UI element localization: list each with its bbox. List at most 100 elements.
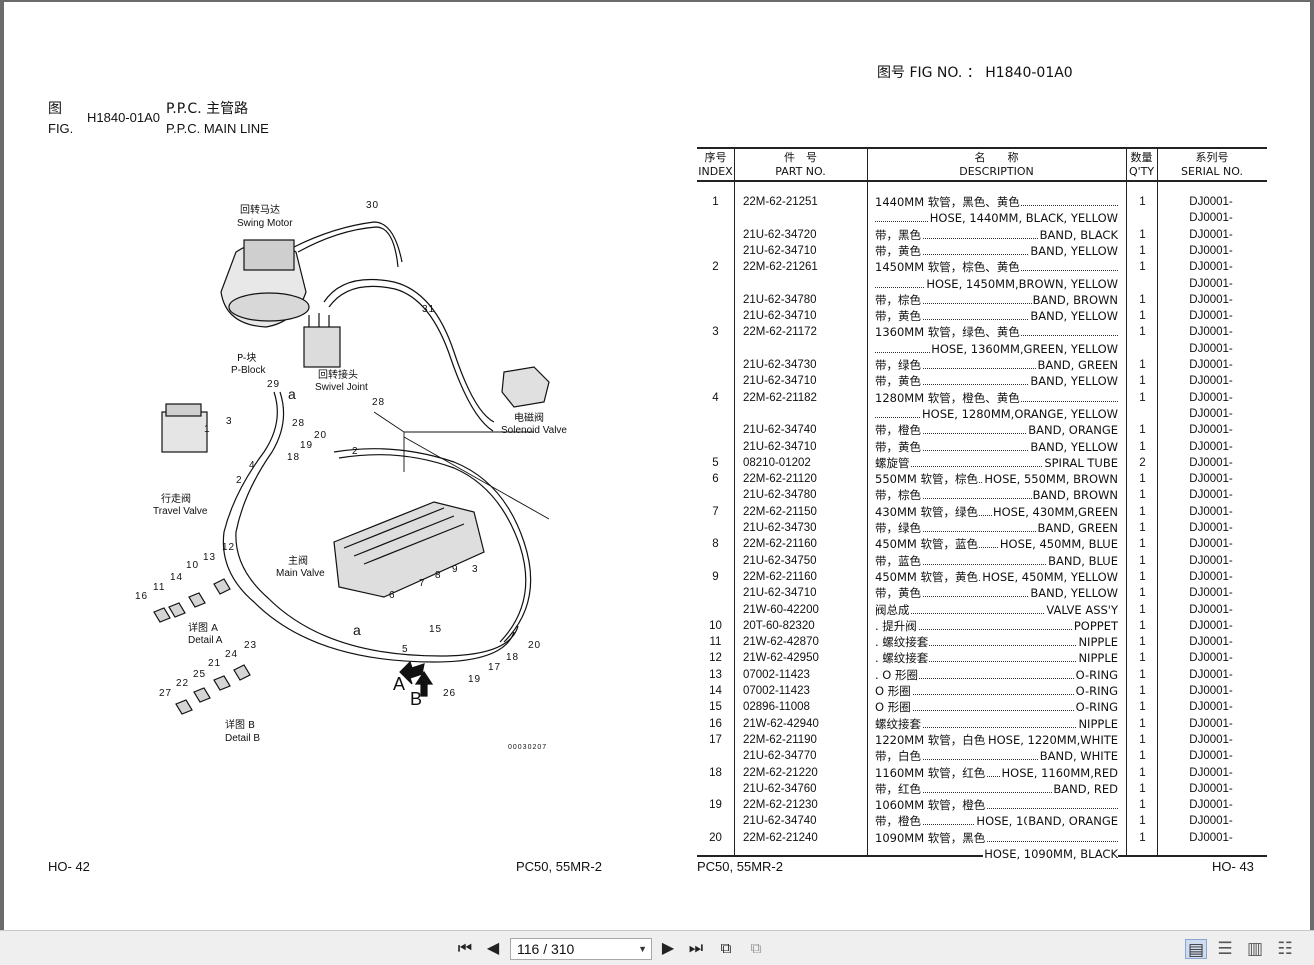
callout-12: 12: [222, 542, 236, 553]
first-page-icon[interactable]: ⏮: [457, 940, 473, 957]
cell-serial-no: DJ0001-: [1189, 717, 1233, 730]
cell-serial-no: DJ0001-: [1189, 799, 1233, 812]
cell-part-no: 21U-62-34730: [743, 522, 817, 534]
go-forward-view-icon[interactable]: ⧉: [750, 940, 762, 957]
single-page-view-icon[interactable]: ▤: [1185, 939, 1207, 959]
cell-serial-no: DJ0001-: [1189, 831, 1233, 844]
cell-serial-no: DJ0001-: [1189, 782, 1233, 795]
description-cn: O 形圈: [875, 683, 912, 699]
description-cn: 带，橙色: [875, 422, 922, 439]
callout-14: 14: [170, 572, 184, 583]
description-cn: 1220MM 软管，白色: [875, 731, 987, 748]
cell-part-no: 21W-62-42950: [743, 652, 819, 665]
label-solenoid-valve-cn: 电磁阀: [514, 413, 544, 424]
description-en: HOSE, 1160MM,RED: [1000, 764, 1118, 781]
description-en: NIPPLE: [1077, 634, 1118, 651]
cell-index: 16: [709, 717, 722, 730]
callout-13: 13: [203, 552, 217, 563]
column-divider: [1126, 149, 1127, 855]
description-cn: 1090MM 软管，黑色: [875, 829, 987, 846]
continuous-view-icon[interactable]: ☰: [1217, 939, 1233, 958]
cell-serial-no: DJ0001-: [1189, 359, 1233, 371]
next-page-icon[interactable]: ▶: [661, 940, 675, 957]
cell-part-no: 21W-60-42200: [743, 603, 819, 616]
two-page-continuous-view-icon[interactable]: ☷: [1277, 939, 1293, 958]
label-detail-a-cn: 详图 A: [188, 623, 219, 634]
cell-description: HOSE, 1280MM,ORANGE, YELLOW: [875, 405, 1118, 422]
callout-28-b: 28: [372, 397, 386, 408]
cell-serial-no: DJ0001-: [1189, 310, 1233, 323]
cell-serial-no: DJ0001-: [1189, 489, 1233, 502]
description-en: VALVE ASS'Y: [1045, 601, 1118, 618]
description-en: HOSE, 450MM, BLUE: [998, 536, 1118, 553]
description-en: BAND, YELLOW: [1029, 242, 1118, 259]
description-cn: 带，黄色: [875, 373, 922, 390]
header-serial-no: 系列号 SERIAL NO.: [1181, 151, 1243, 178]
description-en: HOSE, 1440MM, BLACK, YELLOW: [928, 210, 1118, 227]
cell-serial-no: DJ0001-: [1189, 538, 1233, 551]
page-number-right: HO- 43: [1212, 859, 1254, 874]
cell-serial-no: DJ0001-: [1189, 570, 1233, 583]
cell-serial-no: DJ0001-: [1189, 375, 1233, 388]
cell-qty: 1: [1139, 228, 1146, 241]
cell-description: HOSE, 1450MM,BROWN, YELLOW: [875, 275, 1118, 292]
cell-qty: 1: [1139, 375, 1146, 388]
previous-page-icon[interactable]: ◀: [486, 940, 500, 957]
fig-number-header: 图号 FIG NO. ： H1840-01A0: [877, 65, 1073, 81]
description-en: BAND, YELLOW: [1029, 308, 1118, 325]
cell-part-no: 21U-62-34770: [743, 750, 817, 763]
description-cn: 螺纹接套: [875, 715, 922, 732]
cell-qty: 1: [1139, 326, 1146, 339]
cell-description: 1280MM 软管，橙色、黄色: [875, 389, 1118, 406]
cell-serial-no: DJ0001-: [1189, 277, 1233, 290]
description-cn: 1060MM 软管，橙色: [875, 797, 987, 814]
cell-description: 1450MM 软管，棕色、黄色: [875, 259, 1118, 276]
chevron-down-icon: ▼: [638, 944, 647, 954]
cell-serial-no: DJ0001-: [1189, 326, 1233, 339]
cell-part-no: 21U-62-34720: [743, 228, 817, 241]
cell-serial-no: DJ0001-: [1189, 652, 1233, 665]
cell-part-no: 07002-11423: [743, 668, 810, 681]
cell-part-no: 22M-62-21160: [743, 570, 817, 583]
cell-index: 17: [709, 733, 722, 746]
description-en: BAND, GREEN: [1036, 520, 1118, 536]
two-page-view-icon[interactable]: ▥: [1246, 939, 1264, 958]
page-number-select[interactable]: 116 / 310 ▼: [510, 938, 652, 960]
go-back-view-icon[interactable]: ⧉: [720, 940, 732, 957]
cell-serial-no: DJ0001-: [1189, 522, 1233, 534]
callout-25: 25: [193, 669, 207, 680]
cell-description: HOSE, 1440MM, BLACK, YELLOW: [875, 210, 1118, 227]
callout-9: 9: [452, 564, 459, 575]
callout-1: 1: [204, 424, 211, 435]
cell-serial-no: DJ0001-: [1189, 587, 1233, 600]
callout-28-a: 28: [292, 418, 306, 429]
ref-a-upper: a: [288, 386, 296, 402]
cell-qty: 1: [1139, 766, 1146, 779]
cell-index: 2: [712, 261, 719, 274]
cell-serial-no: DJ0001-: [1189, 440, 1233, 453]
cell-serial-no: DJ0001-: [1189, 733, 1233, 746]
last-page-icon[interactable]: ⏭: [688, 940, 704, 957]
description-en: BAND, GREEN: [1036, 357, 1118, 373]
description-cn: 1280MM 软管，橙色、黄色: [875, 389, 1021, 406]
label-main-valve-cn: 主阀: [288, 556, 308, 567]
cell-qty: 1: [1139, 619, 1146, 632]
callout-3: 3: [226, 416, 233, 427]
cell-qty: 1: [1139, 522, 1146, 534]
column-divider: [734, 149, 735, 855]
callout-5: 5: [402, 644, 409, 655]
cell-index: 12: [709, 652, 722, 665]
callout-18-b: 18: [506, 652, 520, 663]
